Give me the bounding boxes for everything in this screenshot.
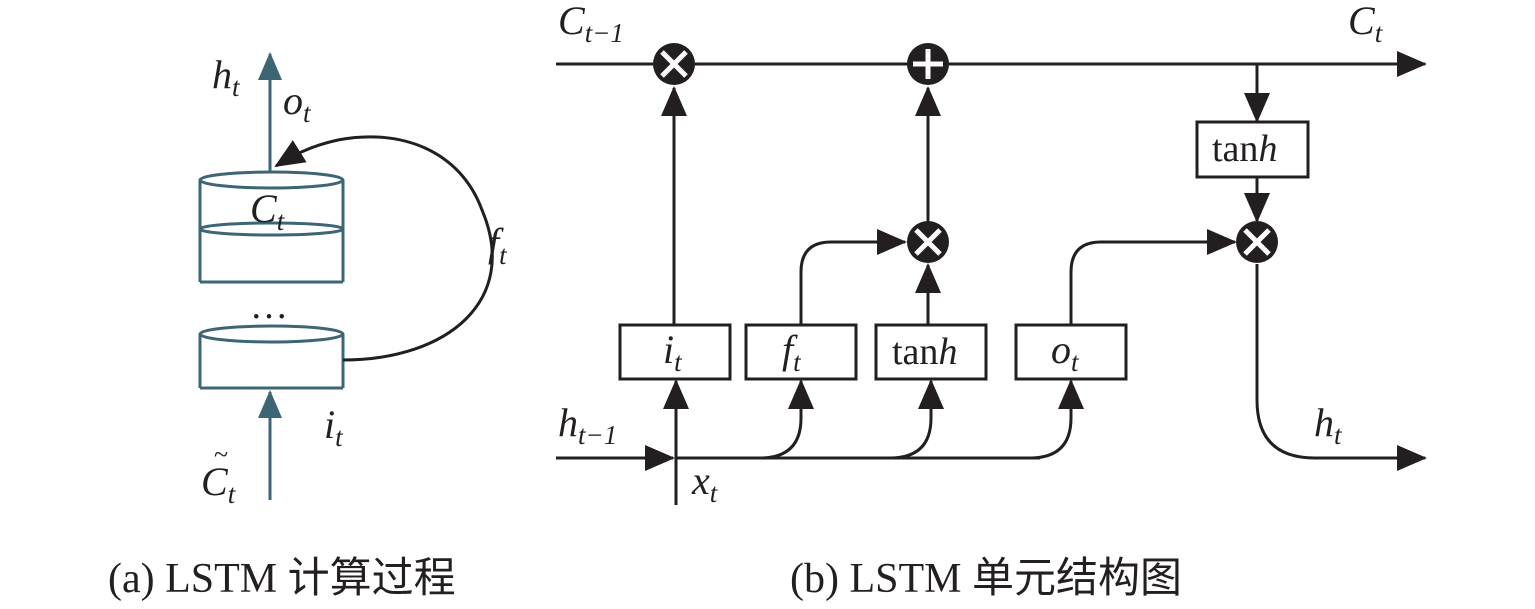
gate-box-i bbox=[618, 323, 732, 381]
label-h-prev: ht−1 bbox=[558, 400, 617, 450]
gate-label-tanh: tanh bbox=[892, 331, 957, 373]
label-o: ot bbox=[283, 78, 312, 128]
forget-loop-arc bbox=[274, 135, 494, 362]
label-x: xt bbox=[691, 458, 719, 508]
label-f: ft bbox=[488, 220, 508, 270]
label-c: Ct bbox=[250, 186, 286, 236]
label-i: it bbox=[324, 402, 344, 452]
label-c-out: Ct bbox=[1348, 0, 1384, 48]
label-ctilde: Ct bbox=[201, 459, 237, 509]
hidden-output-line bbox=[1255, 264, 1427, 471]
output-gate-line bbox=[1069, 229, 1237, 325]
bus-to-tanh bbox=[889, 379, 944, 460]
gate-box-f bbox=[744, 323, 858, 381]
bus-to-o bbox=[1029, 379, 1084, 460]
forget-gate-line bbox=[799, 229, 907, 325]
cell-stack-top bbox=[198, 170, 345, 284]
caption-b: (b) LSTM 单元结构图 bbox=[790, 556, 1182, 602]
cell-tanh-label: tanh bbox=[1212, 128, 1277, 170]
panel-a: ht ot Ct ft … it ~ Ct (a) LSTM 计算过程 bbox=[108, 52, 508, 602]
ellipsis: … bbox=[250, 285, 288, 327]
multiply-node-middle bbox=[907, 221, 949, 263]
multiply-node-top bbox=[653, 43, 695, 85]
caption-a: (a) LSTM 计算过程 bbox=[108, 556, 456, 602]
cell-stack-bottom bbox=[198, 324, 345, 390]
panel-b: it ft tanh ot tanh Ct−1 Ct ht−1 xt ht (b… bbox=[556, 0, 1427, 602]
label-ctilde-mark: ~ bbox=[214, 440, 228, 469]
label-h-out: ht bbox=[1314, 400, 1343, 450]
bus-to-f bbox=[759, 379, 814, 460]
add-node-top bbox=[907, 43, 949, 85]
multiply-node-right bbox=[1236, 221, 1278, 263]
gate-label-o: ot bbox=[1051, 327, 1080, 377]
gate-box-o bbox=[1014, 323, 1128, 381]
gate-label-i: it bbox=[663, 327, 683, 377]
label-c-prev: Ct−1 bbox=[558, 0, 624, 48]
label-h: ht bbox=[212, 52, 241, 102]
cell-tanh-box bbox=[1195, 120, 1310, 179]
gate-box-tanh bbox=[874, 323, 988, 381]
